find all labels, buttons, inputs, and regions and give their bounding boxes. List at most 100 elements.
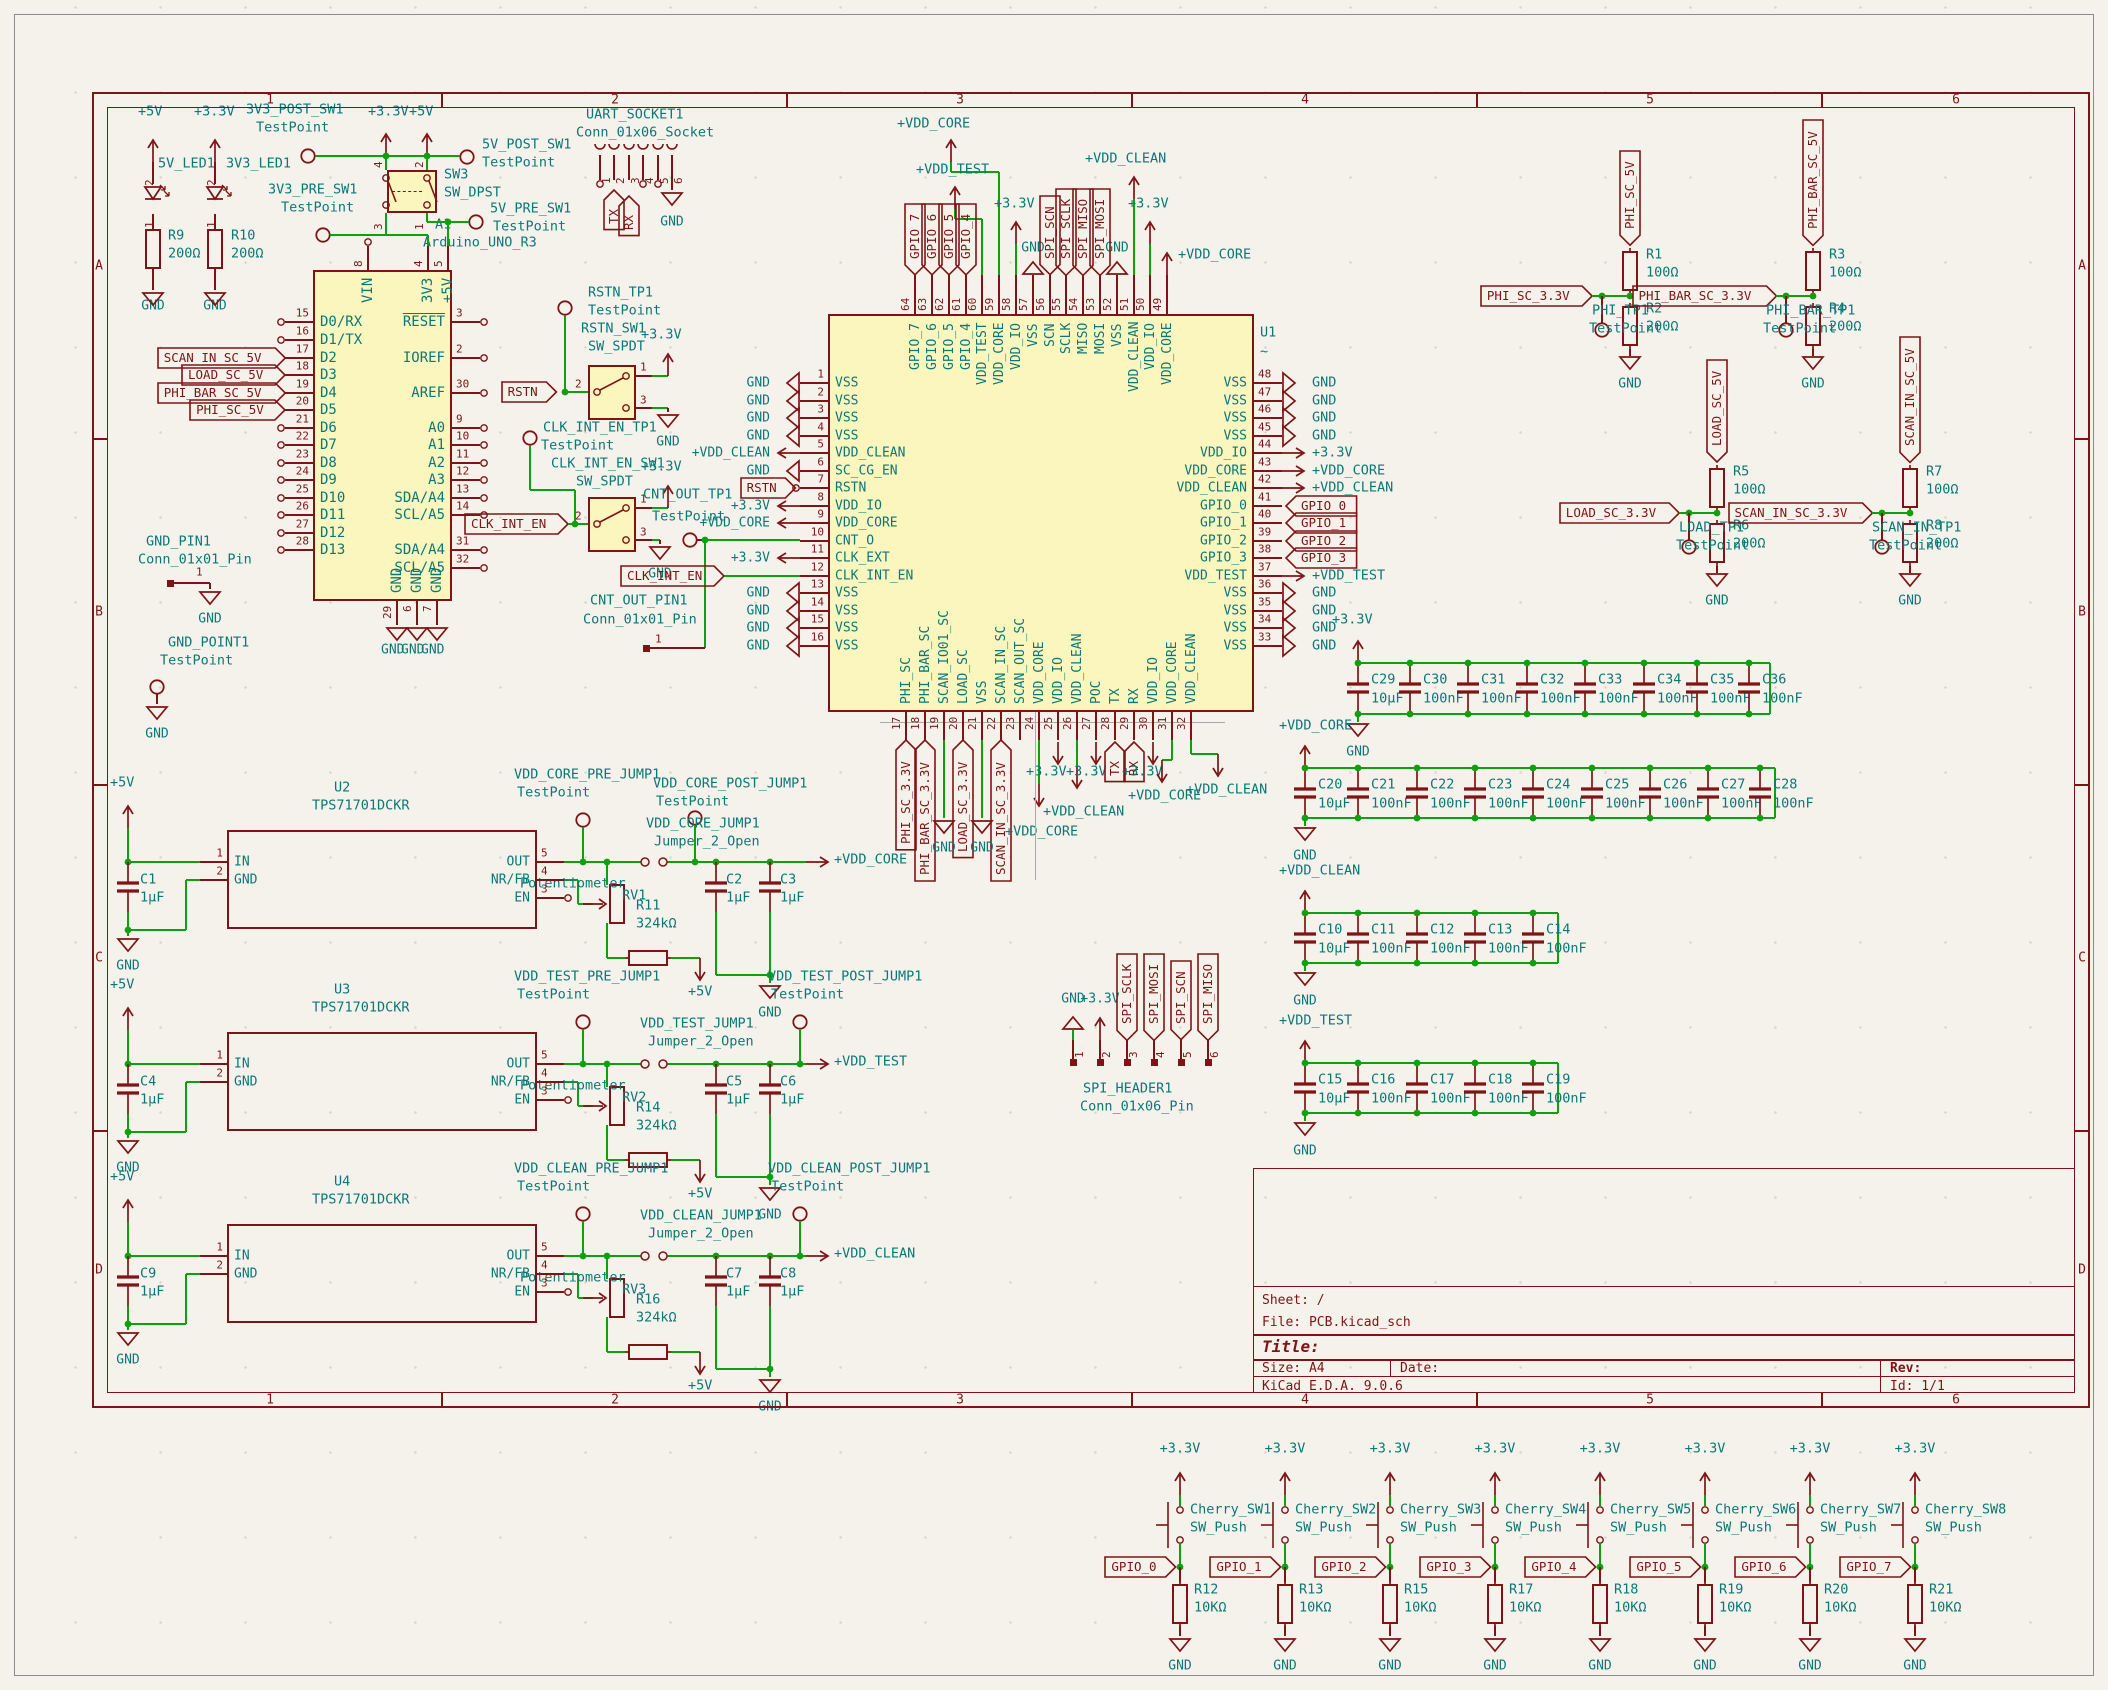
power-symbol[interactable]	[661, 484, 675, 509]
global-label[interactable]	[1727, 502, 1874, 524]
global-label[interactable]	[500, 381, 558, 403]
gnd-symbol[interactable]	[648, 546, 672, 561]
global-label[interactable]	[990, 738, 1012, 882]
power-symbol[interactable]	[776, 551, 801, 565]
wire[interactable]	[955, 218, 982, 220]
resistor-symbol[interactable]	[143, 226, 163, 272]
gnd-symbol[interactable]	[785, 599, 801, 623]
gnd-symbol[interactable]	[1282, 406, 1297, 430]
gnd-symbol[interactable]	[1282, 389, 1297, 413]
gnd-symbol[interactable]	[1282, 581, 1297, 605]
testpoint-circle[interactable]	[522, 430, 538, 446]
global-label[interactable]	[1123, 740, 1145, 783]
wire[interactable]	[652, 407, 668, 409]
global-label[interactable]	[1284, 512, 1358, 534]
global-label[interactable]	[464, 513, 570, 535]
gnd-symbol[interactable]	[785, 634, 801, 658]
gnd-symbol[interactable]	[785, 616, 801, 640]
power-symbol[interactable]	[1051, 742, 1065, 767]
gnd-symbol[interactable]	[1282, 616, 1297, 640]
gnd-symbol[interactable]	[970, 820, 994, 835]
gnd-symbol[interactable]	[1898, 573, 1922, 588]
wire[interactable]	[564, 315, 566, 392]
power-symbol[interactable]	[1089, 742, 1103, 767]
power-symbol[interactable]	[776, 516, 801, 530]
wire[interactable]	[1076, 740, 1078, 766]
wire[interactable]	[1592, 295, 1630, 297]
wire[interactable]	[652, 507, 668, 509]
resistor-symbol[interactable]	[205, 226, 225, 272]
global-label[interactable]	[1631, 285, 1778, 307]
gnd-symbol[interactable]	[1801, 356, 1825, 371]
power-symbol[interactable]	[1032, 784, 1046, 809]
gnd-symbol[interactable]	[198, 591, 222, 606]
power-symbol[interactable]	[1211, 754, 1225, 779]
global-label[interactable]	[895, 738, 917, 851]
wire[interactable]	[1072, 1030, 1074, 1040]
gnd-symbol[interactable]	[785, 406, 801, 430]
power-symbol[interactable]	[1282, 481, 1307, 495]
power-symbol[interactable]	[1009, 220, 1023, 245]
gnd-symbol[interactable]	[1618, 356, 1642, 371]
global-label[interactable]	[1480, 285, 1594, 307]
wire[interactable]	[950, 162, 952, 172]
global-label[interactable]	[1899, 335, 1921, 464]
wire[interactable]	[1872, 512, 1910, 514]
wire[interactable]	[385, 156, 387, 170]
power-symbol[interactable]	[944, 138, 958, 163]
resistor-symbol[interactable]	[1803, 303, 1823, 349]
global-label[interactable]	[1284, 547, 1358, 569]
wire[interactable]	[385, 213, 387, 235]
wire[interactable]	[568, 523, 588, 525]
gnd-symbol[interactable]	[1021, 260, 1045, 276]
gnd-symbol[interactable]	[1282, 634, 1297, 658]
global-label[interactable]	[1619, 149, 1641, 247]
wire[interactable]	[981, 740, 983, 818]
wire[interactable]	[1162, 759, 1172, 761]
global-label[interactable]	[1089, 187, 1111, 277]
gnd-symbol[interactable]	[660, 192, 684, 207]
global-label[interactable]	[1706, 359, 1728, 464]
global-label[interactable]	[603, 188, 625, 231]
power-symbol[interactable]	[1070, 766, 1084, 791]
wire[interactable]	[704, 540, 706, 648]
led-symbol[interactable]	[140, 182, 170, 216]
global-label[interactable]	[1558, 502, 1681, 524]
testpoint-circle[interactable]	[682, 532, 698, 548]
gnd-symbol[interactable]	[785, 581, 801, 605]
power-symbol[interactable]	[1143, 220, 1157, 245]
power-symbol[interactable]	[1282, 464, 1307, 478]
wire[interactable]	[1171, 740, 1173, 760]
power-symbol[interactable]	[776, 499, 801, 513]
gnd-symbol[interactable]	[141, 292, 165, 307]
gnd-symbol[interactable]	[1282, 599, 1297, 623]
testpoint-circle[interactable]	[557, 300, 573, 316]
gnd-symbol[interactable]	[203, 292, 227, 307]
power-symbol[interactable]	[948, 185, 962, 210]
power-symbol[interactable]	[1160, 251, 1174, 276]
wire[interactable]	[724, 575, 800, 577]
wire[interactable]	[1190, 740, 1192, 754]
wire[interactable]	[1015, 244, 1017, 275]
power-symbol[interactable]	[146, 138, 160, 163]
power-symbol[interactable]	[776, 446, 801, 460]
global-label[interactable]	[739, 477, 797, 499]
wire[interactable]	[427, 235, 429, 246]
power-symbol[interactable]	[208, 138, 222, 163]
gnd-symbol[interactable]	[1705, 573, 1729, 588]
wire[interactable]	[565, 391, 588, 393]
gnd-symbol[interactable]	[145, 706, 169, 721]
gnd-symbol[interactable]	[785, 371, 801, 395]
global-label[interactable]	[955, 203, 977, 277]
wire[interactable]	[330, 234, 428, 236]
wire[interactable]	[652, 375, 668, 377]
wire[interactable]	[1191, 753, 1218, 755]
testpoint-circle[interactable]	[468, 214, 484, 230]
power-symbol[interactable]	[1127, 175, 1141, 200]
resistor-symbol[interactable]	[1707, 520, 1727, 566]
global-label[interactable]	[1104, 740, 1126, 783]
wire[interactable]	[998, 172, 1000, 275]
wire[interactable]	[951, 171, 999, 173]
wire[interactable]	[426, 156, 428, 170]
